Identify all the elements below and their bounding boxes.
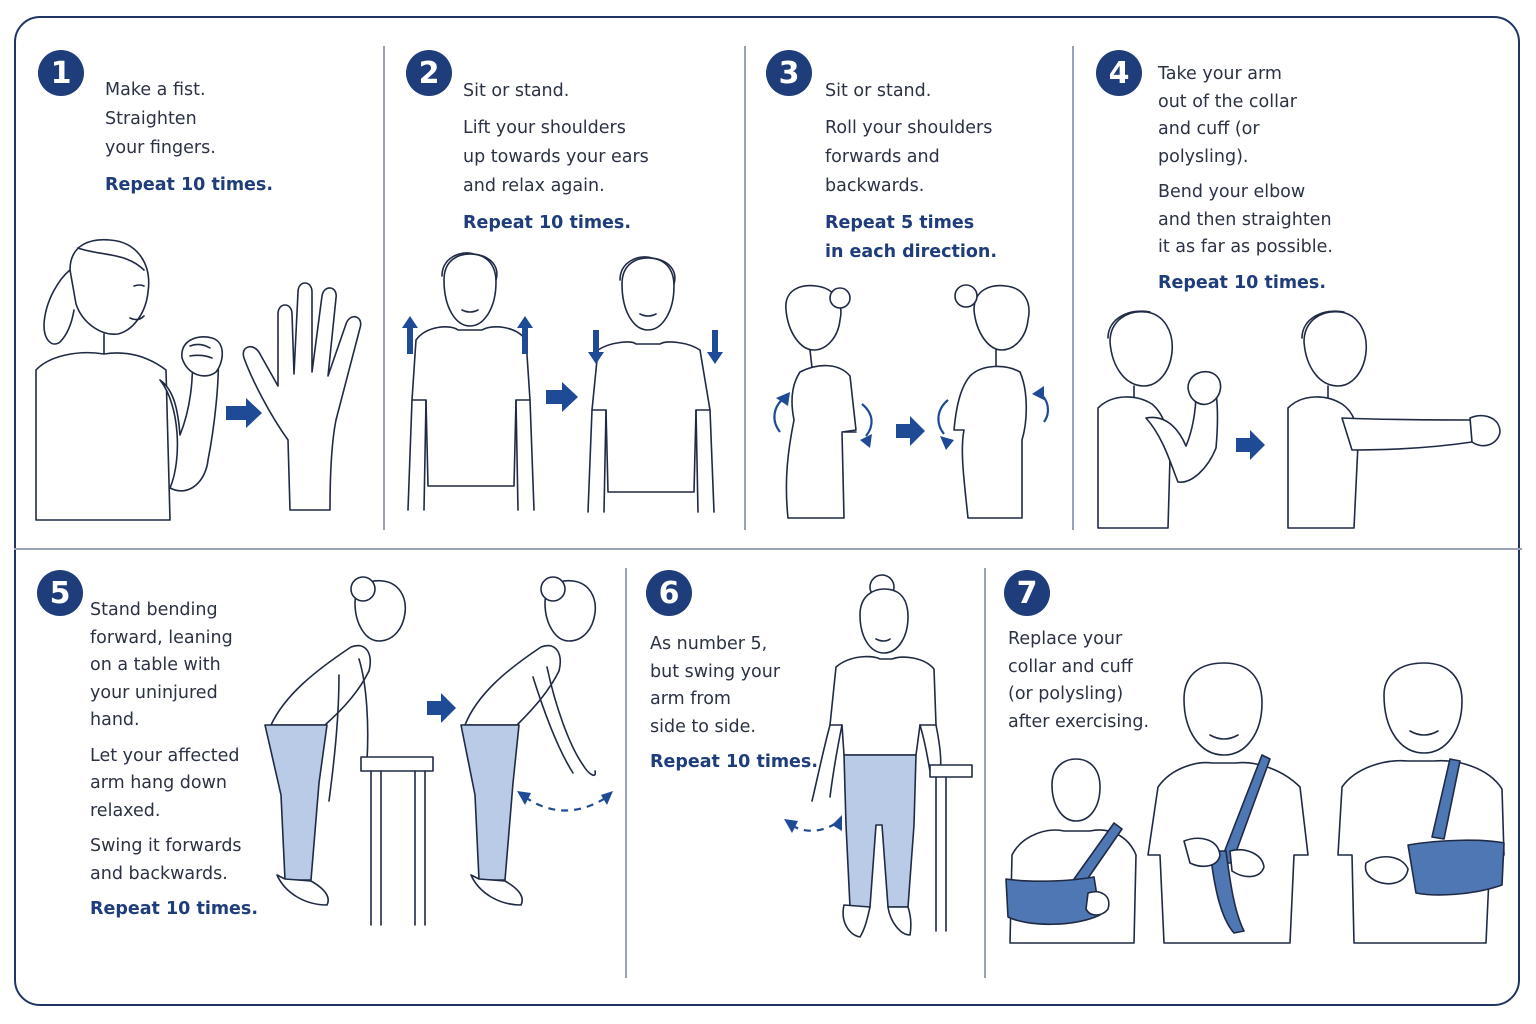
step-2-instructions: Sit or stand. Lift your shoulders up tow… <box>463 77 649 246</box>
pendulum-swing-illustration <box>264 576 613 926</box>
repeat-count: Repeat 10 times. <box>463 213 631 233</box>
step-number-badge: 2 <box>406 50 452 96</box>
swing-arrow-icon <box>791 822 837 832</box>
instruction-line: Replace your collar and cuff (or polysli… <box>1008 629 1150 732</box>
step-7-instructions: Replace your collar and cuff (or polysli… <box>1008 626 1149 744</box>
rotate-arrow-icon <box>773 397 785 433</box>
column-divider <box>383 46 385 530</box>
arrow-down-icon <box>707 330 723 364</box>
step-number-badge: 4 <box>1096 50 1142 96</box>
instruction-line: Let your affected arm hang down relaxed. <box>90 745 240 821</box>
repeat-count: Repeat 10 times. <box>105 175 273 195</box>
arrow-right-icon <box>1236 430 1265 460</box>
arrow-right-icon <box>546 382 578 412</box>
swing-arrow-icon <box>524 796 608 812</box>
side-to-side-swing-illustration <box>784 574 973 938</box>
instruction-line: Swing it forwards and backwards. <box>90 836 242 884</box>
row-divider <box>14 548 1522 550</box>
repeat-count: Repeat 5 times in each direction. <box>825 213 998 262</box>
instruction-line: Stand bending forward, leaning on a tabl… <box>90 600 233 730</box>
repeat-count: Repeat 10 times. <box>1158 272 1326 293</box>
elbow-bend-straighten-illustration <box>1097 310 1501 529</box>
instruction-line: Take your arm out of the collar and cuff… <box>1158 64 1297 167</box>
column-divider <box>625 568 627 978</box>
instruction-line: Make a fist. Straighten your fingers. <box>105 80 216 158</box>
instruction-line: Roll your shoulders forwards and backwar… <box>825 118 993 196</box>
step-number-badge: 7 <box>1004 570 1050 616</box>
arrow-up-icon <box>517 316 533 354</box>
rotate-arrow-icon <box>861 403 873 437</box>
arrow-right-icon <box>896 416 925 446</box>
shoulder-roll-illustration <box>773 284 1050 519</box>
step-4-instructions: Take your arm out of the collar and cuff… <box>1158 61 1333 305</box>
step-3-instructions: Sit or stand. Roll your shoulders forwar… <box>825 77 997 275</box>
shoulder-shrug-illustration <box>402 252 723 513</box>
arrow-up-icon <box>402 316 418 354</box>
instruction-line: As number 5, but swing your arm from sid… <box>650 634 781 737</box>
rotate-arrow-icon <box>937 399 949 435</box>
fist-to-open-hand-illustration <box>35 238 362 521</box>
step-number-badge: 1 <box>38 50 84 96</box>
arrow-down-icon <box>588 330 604 364</box>
instruction-line: Bend your elbow and then straighten it a… <box>1158 182 1333 257</box>
replace-sling-illustration <box>1005 662 1505 944</box>
arrow-right-icon <box>226 398 262 428</box>
arrow-right-icon <box>427 693 456 723</box>
step-5-instructions: Stand bending forward, leaning on a tabl… <box>90 597 258 932</box>
instruction-line: Lift your shoulders up towards your ears… <box>463 118 649 196</box>
instruction-line: Sit or stand. <box>825 81 932 101</box>
column-divider <box>1072 46 1074 530</box>
instruction-line: Sit or stand. <box>463 81 570 101</box>
column-divider <box>984 568 986 978</box>
repeat-count: Repeat 10 times. <box>90 899 258 919</box>
step-number-badge: 3 <box>766 50 812 96</box>
column-divider <box>744 46 746 530</box>
step-6-instructions: As number 5, but swing your arm from sid… <box>650 631 818 785</box>
step-number-badge: 6 <box>646 570 692 616</box>
step-number-badge: 5 <box>37 570 83 616</box>
repeat-count: Repeat 10 times. <box>650 752 818 772</box>
step-1-instructions: Make a fist. Straighten your fingers. Re… <box>105 76 273 208</box>
